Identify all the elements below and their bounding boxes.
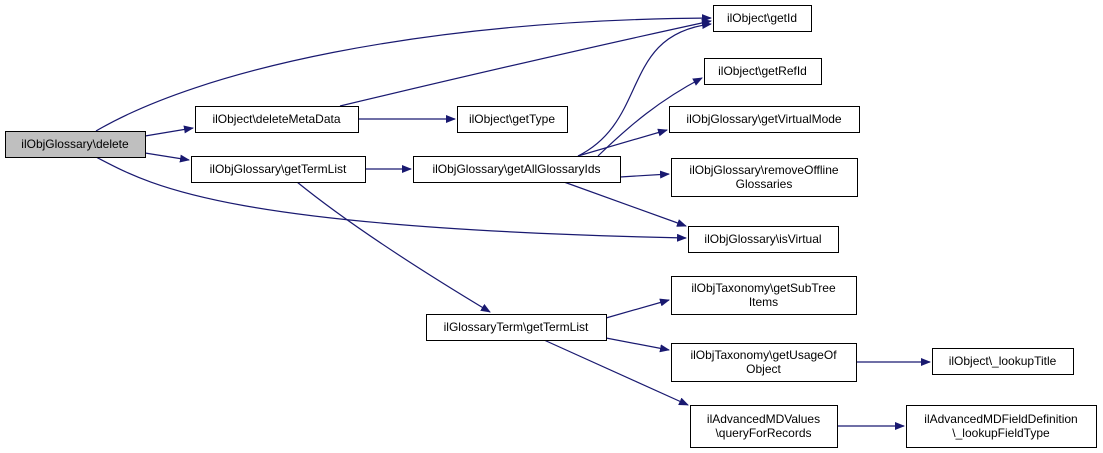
edge-delete-to-isVirtual: [95, 156, 687, 242]
node-label: ilObjGlossary\getVirtualMode: [686, 112, 842, 126]
node-box: [413, 156, 621, 183]
node-getVirtualMode[interactable]: ilObjGlossary\getVirtualMode: [669, 106, 860, 133]
node-termGetTermList[interactable]: ilGlossaryTerm\getTermList: [426, 314, 607, 341]
node-getRefId[interactable]: ilObject\getRefId: [704, 58, 822, 85]
node-label: ilObject\_lookupTitle: [949, 354, 1057, 368]
node-getTermList[interactable]: ilObjGlossary\getTermList: [191, 156, 366, 183]
node-label: ilGlossaryTerm\getTermList: [444, 320, 589, 334]
node-box: [932, 348, 1074, 375]
node-label: ilObjGlossary\getTermList: [210, 162, 347, 176]
node-box: [713, 5, 812, 32]
edge-delete-to-deleteMetaData: [144, 125, 194, 137]
node-isVirtual[interactable]: ilObjGlossary\isVirtual: [688, 226, 839, 253]
node-label: Object: [746, 362, 781, 376]
node-box: [191, 156, 366, 183]
node-label: ilObjGlossary\removeOffline: [689, 163, 838, 177]
node-label: ilObjTaxonomy\getUsageOf: [690, 348, 837, 362]
node-box: [704, 58, 822, 85]
node-label: \queryForRecords: [715, 426, 811, 440]
edge-getTermList-to-termGetTermList: [296, 181, 491, 313]
node-label: ilObjGlossary\isVirtual: [704, 232, 821, 246]
node-label: Glossaries: [736, 177, 793, 191]
node-label: ilAdvancedMDFieldDefinition: [924, 412, 1077, 426]
node-box: [669, 106, 860, 133]
node-label: Items: [749, 295, 778, 309]
node-label: ilObjGlossary\getAllGlossaryIds: [432, 162, 600, 176]
edge-termGetTermList-to-queryForRecords: [543, 339, 689, 406]
node-lookupTitle[interactable]: ilObject\_lookupTitle: [932, 348, 1074, 375]
node-box: [671, 276, 857, 315]
node-queryForRecords[interactable]: ilAdvancedMDValues\queryForRecords: [690, 405, 838, 448]
node-delete[interactable]: ilObjGlossary\delete: [5, 131, 146, 158]
nodes-layer: ilObjGlossary\delete ilObject\deleteMetaD…: [5, 5, 1097, 448]
node-label: ilObject\getType: [469, 112, 555, 126]
node-box: [426, 314, 607, 341]
edge-getAllGlossaryIds-to-getVirtualMode: [577, 128, 668, 157]
node-box: [457, 106, 568, 133]
node-label: ilObjTaxonomy\getSubTree: [691, 281, 836, 295]
edge-getAllGlossaryIds-to-getRefId: [597, 77, 703, 157]
edge-termGetTermList-to-getSubTree: [605, 298, 670, 319]
node-deleteMetaData[interactable]: ilObject\deleteMetaData: [195, 106, 359, 133]
node-label: \_lookupFieldType: [952, 426, 1050, 440]
node-box: [671, 158, 858, 197]
edge-getAllGlossaryIds-to-isVirtual: [563, 181, 687, 227]
node-box: [5, 131, 146, 158]
node-box: [906, 405, 1097, 448]
edge-delete-to-getTermList: [144, 152, 190, 163]
node-box: [688, 226, 839, 253]
node-label: ilObject\getRefId: [718, 64, 807, 78]
node-getId[interactable]: ilObject\getId: [713, 5, 812, 32]
edge-delete-to-getId: [95, 14, 712, 132]
node-box: [671, 343, 857, 382]
node-label: ilObjGlossary\delete: [21, 137, 129, 151]
node-lookupFieldType[interactable]: ilAdvancedMDFieldDefinition\_lookupField…: [906, 405, 1097, 448]
edge-getAllGlossaryIds-to-getId: [577, 21, 712, 157]
node-box: [690, 405, 838, 448]
edge-deleteMetaData-to-getId: [339, 18, 712, 107]
node-box: [195, 106, 359, 133]
edge-termGetTermList-to-getUsageOf: [605, 337, 670, 353]
edge-getAllGlossaryIds-to-removeOffline: [619, 170, 670, 179]
edges-layer: [95, 14, 931, 430]
node-label: ilAdvancedMDValues: [707, 412, 820, 426]
node-getType[interactable]: ilObject\getType: [457, 106, 568, 133]
node-getAllGlossaryIds[interactable]: ilObjGlossary\getAllGlossaryIds: [413, 156, 621, 183]
node-label: ilObject\getId: [727, 11, 797, 25]
node-label: ilObject\deleteMetaData: [212, 112, 340, 126]
